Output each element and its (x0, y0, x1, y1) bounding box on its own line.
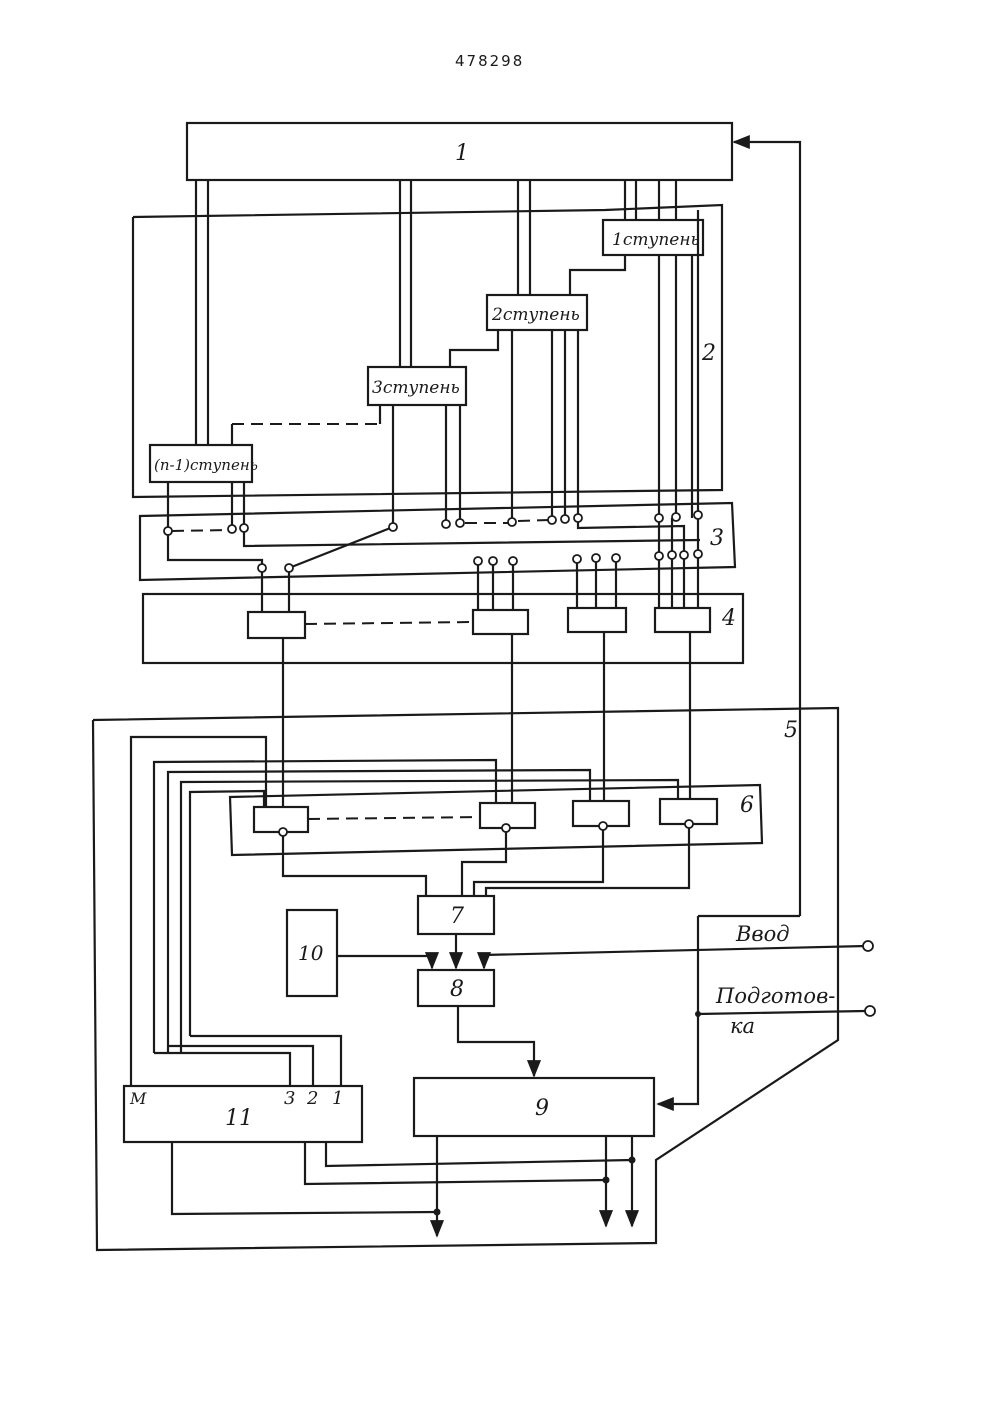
input-terminal[interactable] (863, 941, 873, 951)
block-4-cell-n (248, 612, 305, 638)
block-10-label: 10 (298, 941, 324, 965)
block-7-label: 7 (450, 904, 464, 929)
block-4-cell-2 (568, 608, 626, 632)
block-5-label: 5 (784, 718, 798, 743)
block-4-dash (305, 622, 473, 624)
block-11-input-3: 3 (284, 1088, 295, 1109)
block-8-label: 8 (450, 977, 464, 1002)
block-1-label: 1 (455, 141, 469, 166)
block-4 (143, 594, 743, 663)
document-number: 478298 (455, 52, 524, 70)
block-6-to-7-links (283, 828, 689, 896)
stage-1-label: 1ступень (612, 230, 700, 250)
block-4-cell-1 (655, 608, 710, 632)
block-6-dash (308, 817, 480, 819)
block-2-label: 2 (701, 341, 716, 366)
input-label: Ввод (735, 922, 790, 946)
prep-terminal[interactable] (865, 1006, 875, 1016)
prep-label-line1: Подготов- (715, 984, 835, 1008)
block-4-cell-3 (473, 610, 528, 634)
block-9-label: 9 (535, 1096, 549, 1121)
stage-2-label: 2ступень (491, 305, 580, 325)
block-11-input-2: 2 (306, 1088, 318, 1109)
block-4-label: 4 (721, 606, 736, 631)
block-11-label: 11 (225, 1106, 253, 1131)
block-9 (414, 1078, 654, 1136)
block-8-to-9-link (458, 1006, 534, 1076)
block-4-inputs (262, 558, 698, 612)
block-3-label: 3 (710, 526, 724, 551)
block-11-input-1: 1 (332, 1088, 343, 1109)
block-6-label: 6 (740, 793, 754, 818)
stage-n-label: (n-1)ступень (154, 456, 258, 474)
block-11-input-m: M (129, 1089, 147, 1108)
stage-3-label: 3ступень (372, 378, 460, 398)
prep-label-line2: ка (730, 1014, 755, 1038)
